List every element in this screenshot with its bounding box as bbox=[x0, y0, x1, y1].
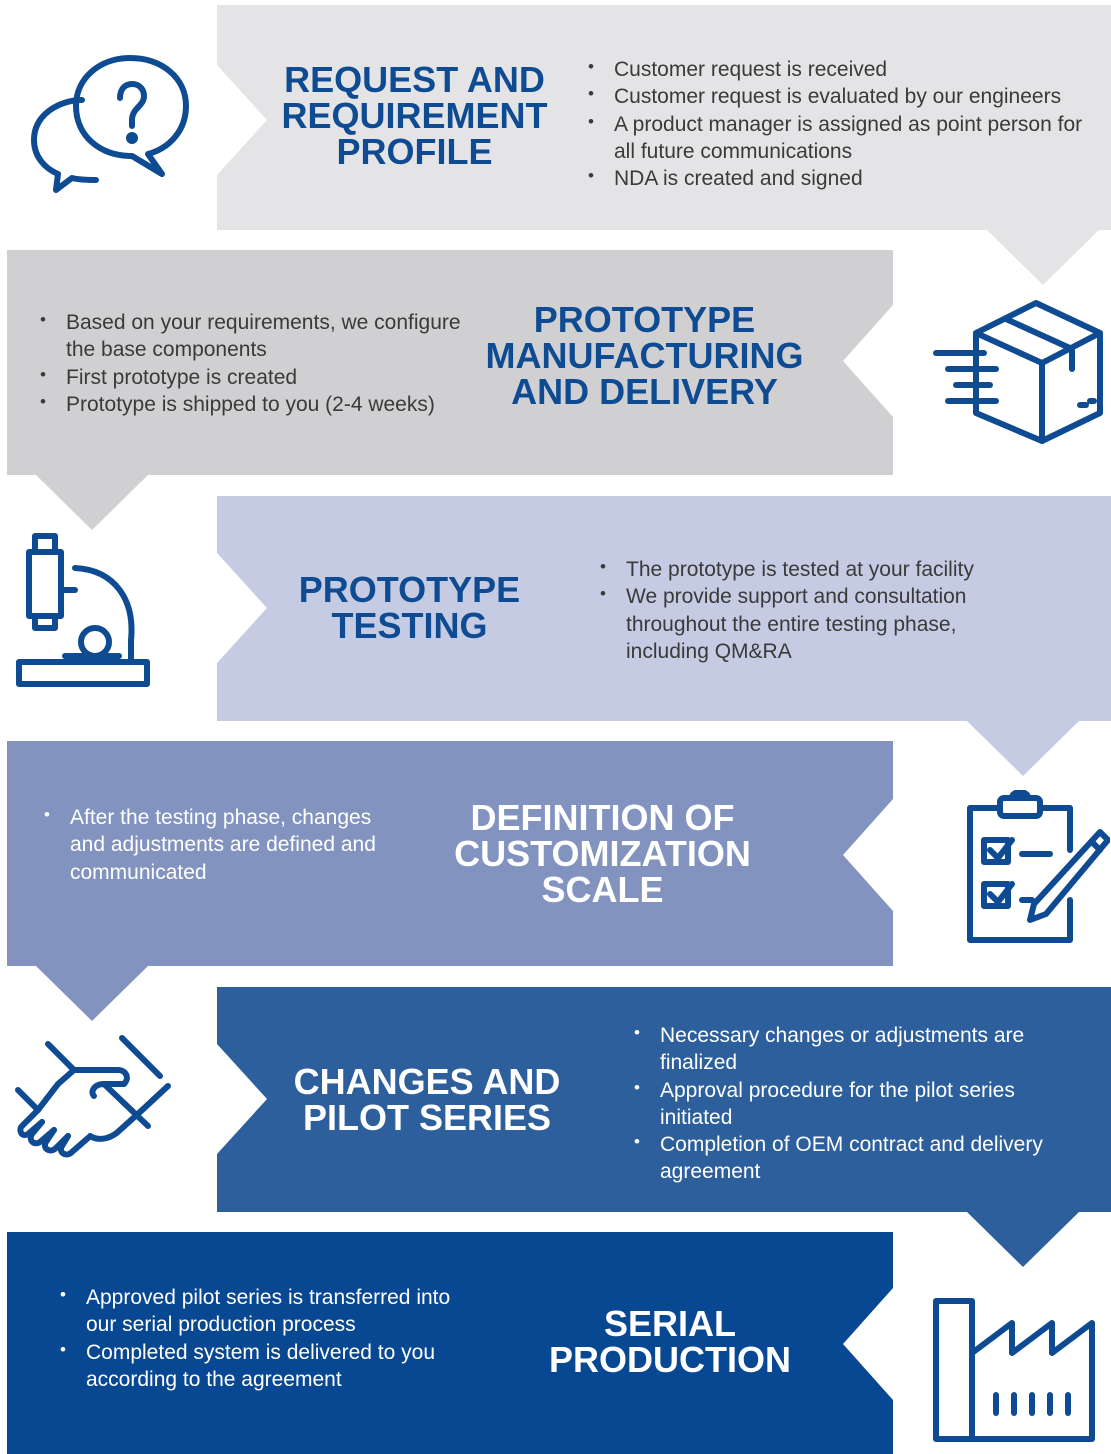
step-definition-notch bbox=[843, 799, 893, 911]
step-definition-bullets: After the testing phase, changes and adj… bbox=[44, 804, 394, 886]
list-item: Necessary changes or adjustments are fin… bbox=[634, 1022, 1044, 1077]
shipping-box-icon bbox=[930, 295, 1110, 445]
list-item: Customer request is evaluated by our eng… bbox=[588, 83, 1103, 110]
list-item: We provide support and consultation thro… bbox=[600, 583, 1020, 665]
list-item: Approval procedure for the pilot series … bbox=[634, 1077, 1044, 1132]
step-request-notch bbox=[217, 65, 267, 175]
list-item: Approved pilot series is transferred int… bbox=[60, 1284, 480, 1339]
list-item: The prototype is tested at your facility bbox=[600, 556, 1020, 583]
step-changes-notch bbox=[217, 1044, 267, 1154]
step-prototype-notch bbox=[843, 305, 893, 417]
step-serial-title: SERIAL PRODUCTION bbox=[549, 1303, 791, 1380]
step-testing-title: PROTOTYPE TESTING bbox=[298, 569, 521, 646]
down-arrow bbox=[967, 1212, 1079, 1267]
step-serial-notch bbox=[843, 1288, 893, 1400]
step-changes-title: CHANGES AND PILOT SERIES bbox=[293, 1061, 561, 1138]
step-prototype-title: PROTOTYPE MANUFACTURING AND DELIVERY bbox=[485, 299, 804, 412]
down-arrow bbox=[36, 966, 148, 1021]
step-definition-title: DEFINITION OF CUSTOMIZATION SCALE bbox=[454, 797, 751, 910]
step-serial-bullets: Approved pilot series is transferred int… bbox=[60, 1284, 480, 1393]
list-item: Completion of OEM contract and delivery … bbox=[634, 1131, 1044, 1186]
microscope-icon bbox=[15, 530, 155, 690]
step-changes-bullets: Necessary changes or adjustments are fin… bbox=[634, 1022, 1044, 1186]
list-item: Prototype is shipped to you (2-4 weeks) bbox=[40, 391, 470, 418]
handshake-icon bbox=[8, 1030, 178, 1170]
down-arrow bbox=[987, 230, 1099, 285]
down-arrow bbox=[967, 721, 1079, 776]
step-testing-bullets: The prototype is tested at your facility… bbox=[600, 556, 1020, 665]
factory-icon bbox=[930, 1295, 1100, 1445]
step-prototype-bullets: Based on your requirements, we configure… bbox=[40, 309, 470, 418]
list-item: Customer request is received bbox=[588, 56, 1103, 83]
list-item: A product manager is assigned as point p… bbox=[588, 111, 1103, 166]
down-arrow bbox=[36, 475, 148, 530]
speech-bubbles-question-icon bbox=[20, 40, 200, 200]
list-item: First prototype is created bbox=[40, 364, 470, 391]
step-request-bullets: Customer request is received Customer re… bbox=[588, 56, 1103, 192]
list-item: Completed system is delivered to you acc… bbox=[60, 1339, 480, 1394]
step-request-title: REQUEST AND REQUIREMENT PROFILE bbox=[281, 59, 548, 172]
clipboard-checklist-icon bbox=[960, 790, 1110, 950]
list-item: Based on your requirements, we configure… bbox=[40, 309, 470, 364]
list-item: NDA is created and signed bbox=[588, 165, 1103, 192]
step-testing-notch bbox=[217, 553, 267, 663]
list-item: After the testing phase, changes and adj… bbox=[44, 804, 394, 886]
